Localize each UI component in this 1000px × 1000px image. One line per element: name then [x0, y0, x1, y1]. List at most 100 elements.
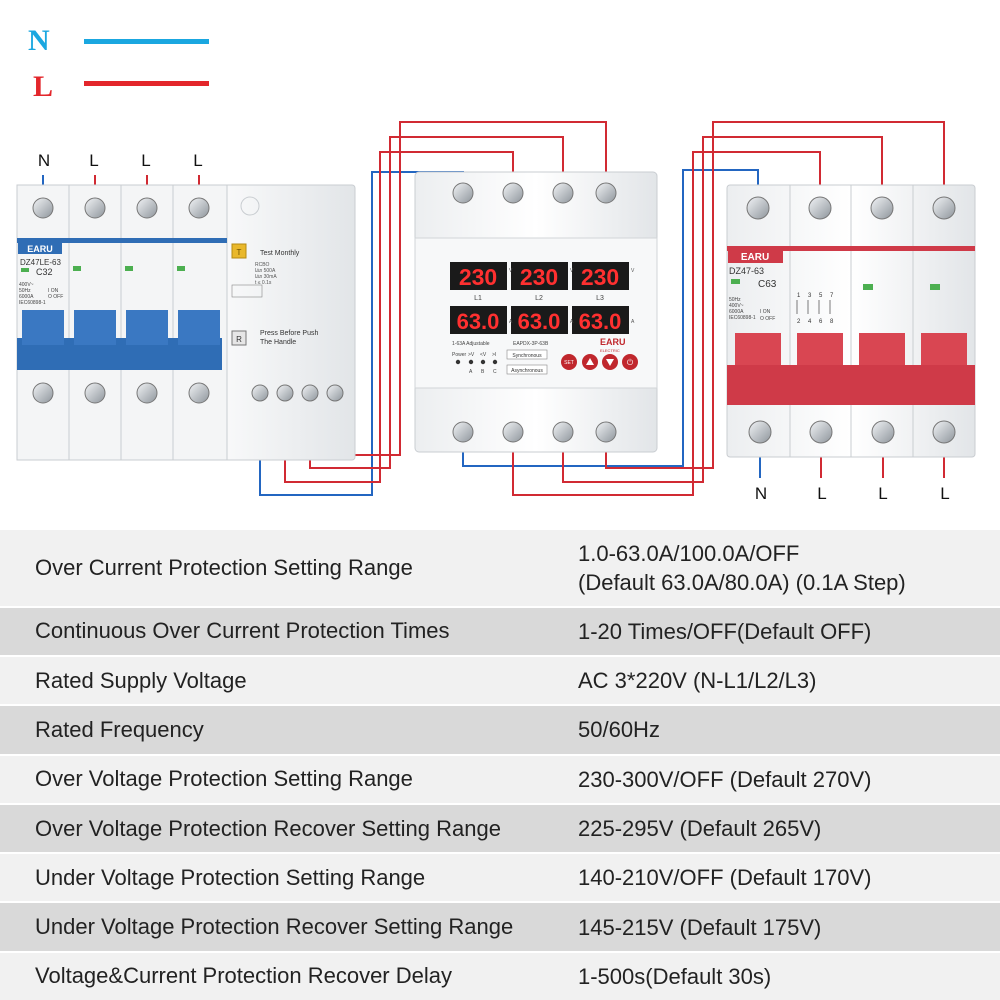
spec-value: 145-215V (Default 175V) — [578, 914, 822, 940]
rcbo-spec-1: 400V~ — [19, 282, 34, 288]
spec-value: 1.0-63.0A/100.0A/OFF (Default 63.0A/80.0… — [578, 539, 1000, 597]
wire-protector-mcb-l1 — [512, 151, 821, 496]
wire-protector-mcb-l2 — [562, 136, 883, 483]
mcb-spec-4: IEC60898-1 — [729, 315, 756, 321]
legend-live-letter: L — [33, 70, 54, 103]
protector-set-button[interactable]: SET — [561, 354, 577, 370]
rcbo-breaker: EARU DZ47LE-63 C32 400V~ 50Hz 6000A IEC6… — [16, 184, 356, 461]
spec-row: Over Voltage Protection Setting Range 23… — [0, 753, 1000, 803]
spec-value: AC 3*220V (N-L1/L2/L3) — [578, 668, 817, 694]
indicator-sub-c: C — [493, 369, 497, 375]
spec-name: Voltage&Current Protection Recover Delay — [35, 963, 452, 989]
right-terminal-label-l2: L — [878, 484, 888, 503]
spec-name: Under Voltage Protection Recover Setting… — [35, 914, 514, 940]
legend-live-line — [84, 81, 209, 86]
rcbo-on-label: I ON — [48, 288, 59, 294]
spec-name: Continuous Over Current Protection Times — [35, 618, 450, 644]
legend-neutral-line — [84, 39, 209, 44]
current-unit-3: A — [631, 319, 635, 325]
protector-brand: EARU — [600, 337, 626, 347]
spec-row: Rated Frequency 50/60Hz — [0, 704, 1000, 754]
spec-row: Over Voltage Protection Recover Setting … — [0, 802, 1000, 853]
mcb-top-1: 1 — [797, 293, 801, 299]
rcbo-top-screws — [32, 196, 260, 219]
mcb-spec-2: 400V~ — [729, 303, 744, 309]
protector-down-button[interactable] — [602, 354, 618, 370]
wiring-diagram: EARU DZ47LE-63 C32 400V~ 50Hz 6000A IEC6… — [16, 121, 976, 496]
svg-text:⏻: ⏻ — [627, 358, 634, 367]
rcbo-label: RCBO — [255, 262, 270, 268]
mcb-bottom-4: 4 — [808, 319, 812, 325]
indicator-label-oc: >I — [492, 352, 496, 358]
spec-name: Rated Supply Voltage — [35, 667, 247, 693]
protector-up-button[interactable] — [582, 354, 598, 370]
rcbo-test-button[interactable] — [231, 243, 247, 259]
rcbo-spec-3: 6000A — [19, 294, 34, 300]
spec-name: Over Voltage Protection Recover Setting … — [35, 815, 501, 841]
spec-value-line-1: 1.0-63.0A/100.0A/OFF — [578, 540, 800, 566]
spec-name: Rated Frequency — [35, 716, 204, 742]
spec-value: 1-20 Times/OFF(Default OFF) — [578, 618, 872, 644]
indicator-label-power: Power — [452, 352, 467, 358]
spec-value: 230-300V/OFF (Default 270V) — [578, 766, 872, 792]
current-unit-2: A — [570, 319, 574, 325]
right-terminal-label-n: N — [754, 484, 768, 503]
mcb-top-5: 5 — [819, 293, 823, 299]
voltage-l2: 230 — [520, 264, 558, 290]
mcb-top-7: 7 — [830, 293, 834, 299]
rcbo-spec-a: I∆n 500A — [255, 268, 276, 274]
spec-name: Under Voltage Protection Setting Range — [35, 864, 426, 890]
spec-value-line-2: (Default 63.0A/80.0A) (0.1A Step) — [578, 569, 906, 595]
indicator-label-ov: >V — [468, 352, 475, 358]
current-displays: 63.0 63.0 63.0 A A A — [450, 306, 635, 334]
spec-row: Under Voltage Protection Setting Range 1… — [0, 852, 1000, 902]
current-l3: 63.0 — [579, 309, 622, 334]
left-terminal-label-n: N — [37, 151, 51, 170]
indicator-sub-b: B — [481, 369, 485, 375]
voltage-unit-3: V — [631, 268, 635, 274]
mcb-top-3: 3 — [808, 293, 812, 299]
spec-value: 225-295V (Default 265V) — [578, 816, 822, 841]
spec-name: Over Current Protection Setting Range — [35, 554, 413, 580]
spec-row: Rated Supply Voltage AC 3*220V (N-L1/L2/… — [0, 654, 1000, 705]
voltage-unit-1: V — [509, 268, 513, 274]
mcb-off-label: O OFF — [760, 316, 775, 322]
rcbo-rating: C32 — [36, 267, 53, 277]
rcbo-off-label: O OFF — [48, 294, 63, 300]
mcb-brand: EARU — [741, 252, 769, 263]
rcbo-press-text-2: The Handle — [260, 339, 296, 346]
spec-row: Continuous Over Current Protection Times… — [0, 605, 1000, 655]
mcb-model: DZ47-63 — [729, 266, 764, 276]
voltage-unit-2: V — [570, 268, 574, 274]
right-terminal-label-l3: L — [940, 484, 950, 503]
rcbo-spec-b: I∆n 30mA — [255, 274, 277, 280]
mcb-spec-1: 50Hz — [729, 297, 741, 303]
spec-value: 50/60Hz — [578, 717, 660, 743]
mcb-bottom-6: 6 — [819, 319, 823, 325]
mcb-bottom-8: 8 — [830, 319, 834, 325]
svg-text:T: T — [237, 248, 242, 257]
sync-label: Synchronous — [512, 353, 542, 359]
rcbo-spec-2: 50Hz — [19, 288, 31, 294]
rcbo-reset-button[interactable] — [231, 330, 247, 346]
rcbo-spec-4: IEC60898-1 — [19, 300, 46, 306]
protector-brand-sub: ELECTRIC — [600, 348, 620, 353]
wire-protector-mcb-l3 — [605, 121, 945, 469]
current-unit-1: A — [509, 319, 513, 325]
mcb-spec-3: 6000A — [729, 309, 744, 315]
protector-power-button[interactable]: ⏻ — [622, 354, 638, 370]
rcbo-output-screws — [251, 384, 344, 402]
spec-name: Over Voltage Protection Setting Range — [35, 766, 413, 792]
mcb-handle-bar — [727, 365, 975, 405]
mcb-on-label: I ON — [760, 309, 771, 315]
indicator-sub-a: A — [469, 369, 473, 375]
mcb-bottom-2: 2 — [797, 319, 801, 325]
voltage-displays: 230 230 230 V V V — [450, 262, 635, 290]
spec-value: 140-210V/OFF (Default 170V) — [578, 865, 872, 891]
legend-neutral-letter: N — [28, 24, 50, 57]
mcb-rating: C63 — [758, 279, 777, 290]
specification-table: Over Current Protection Setting Range 1.… — [0, 528, 1000, 1000]
voltage-current-protector: 230 230 230 V V V L1 L2 L3 63.0 63.0 63.… — [414, 171, 658, 453]
rcbo-spec-c: t ≤ 0.1s — [255, 280, 272, 286]
rcbo-test-text: Test Monthly — [260, 250, 300, 257]
